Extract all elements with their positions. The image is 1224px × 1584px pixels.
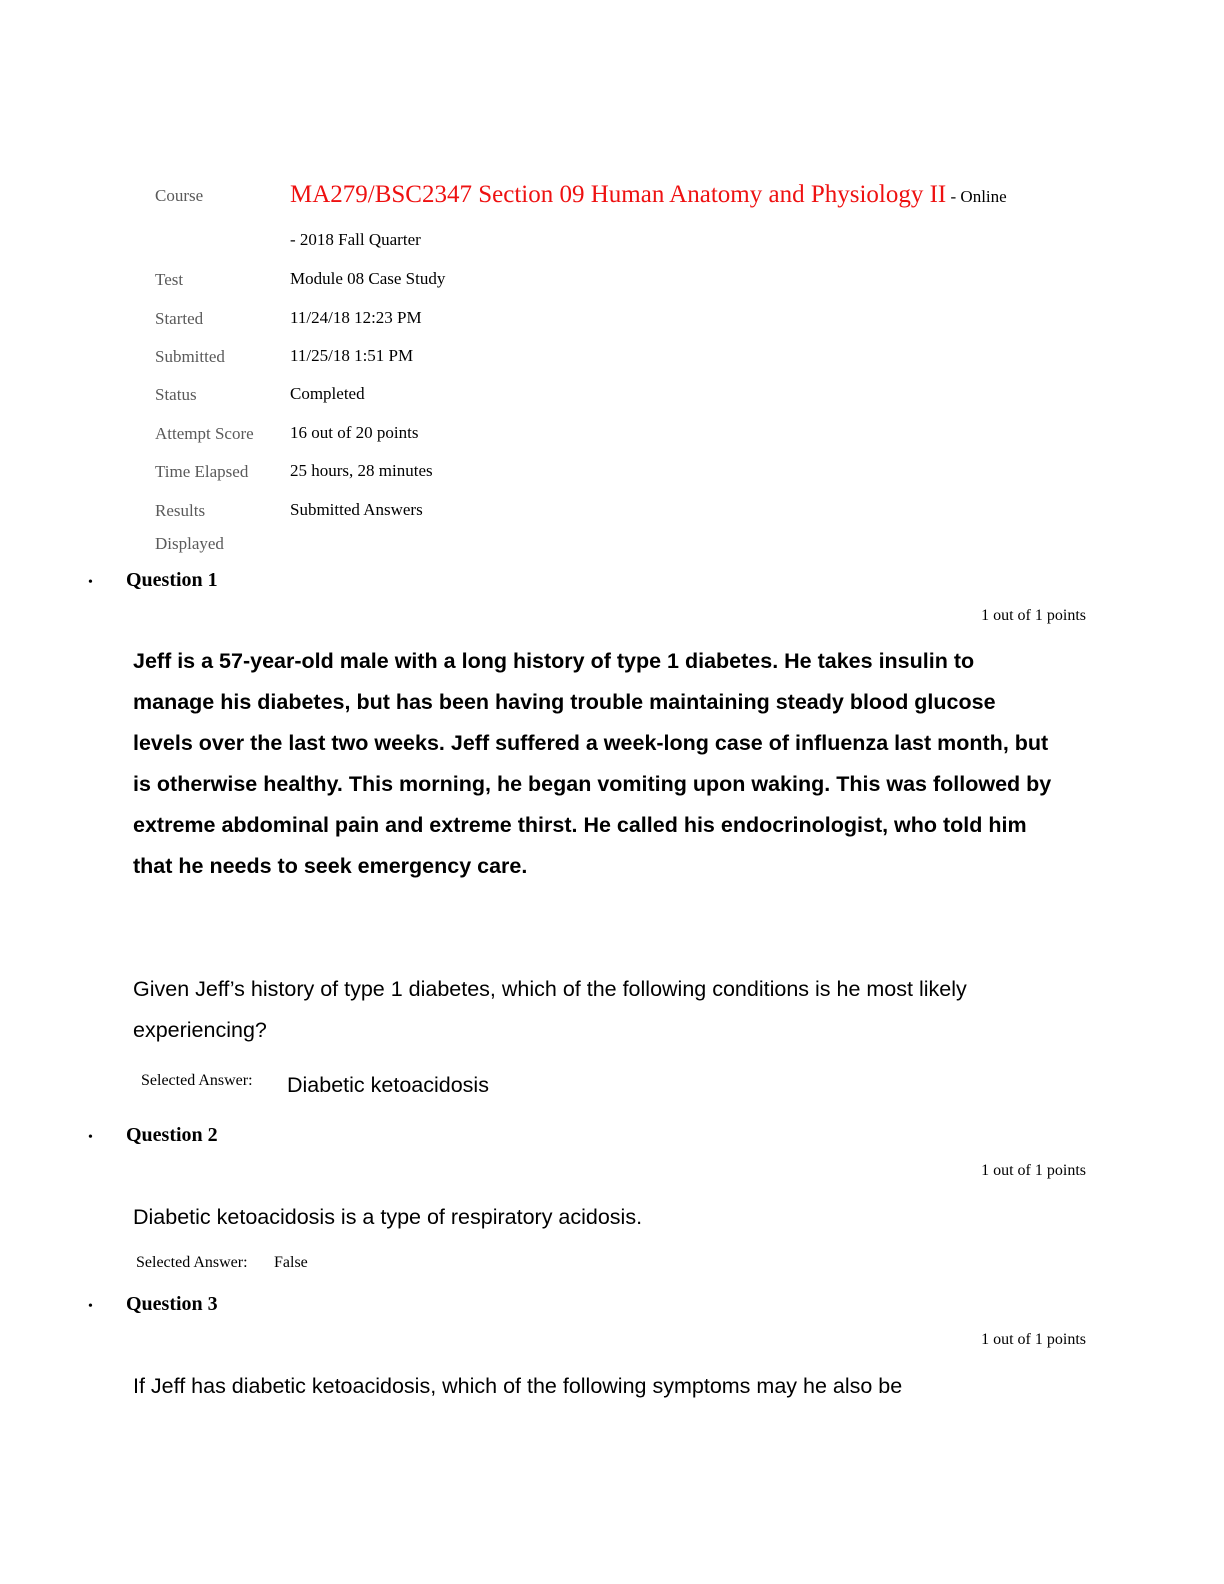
course-delivery: - Online — [946, 187, 1007, 206]
question-1-selected-answer: Diabetic ketoacidosis — [287, 1073, 489, 1097]
question-2-selected-label: Selected Answer: — [136, 1254, 248, 1271]
question-1-scenario: Jeff is a 57-year-old male with a long h… — [133, 649, 1052, 878]
question-3-title: Question 3 — [126, 1293, 218, 1315]
started-value: 11/24/18 12:23 PM — [290, 308, 422, 327]
test-label: Test — [155, 270, 184, 289]
bullet-icon: • — [88, 1130, 93, 1145]
course-name: MA279/BSC2347 Section 09 Human Anatomy a… — [290, 181, 947, 208]
course-term: - 2018 Fall Quarter — [290, 230, 421, 249]
results-displayed-value: Submitted Answers — [290, 500, 423, 519]
status-label: Status — [155, 385, 197, 404]
course-title: MA279/BSC2347 Section 09 Human Anatomy a… — [290, 181, 1007, 209]
attempt-score-value: 16 out of 20 points — [290, 423, 419, 442]
question-3-points: 1 out of 1 points — [981, 1331, 1086, 1348]
bullet-icon: • — [88, 1299, 93, 1314]
question-1-prompt: Given Jeff’s history of type 1 diabetes,… — [133, 977, 967, 1042]
question-2-selected-answer: False — [274, 1254, 308, 1271]
question-2-points: 1 out of 1 points — [981, 1162, 1086, 1179]
submitted-value: 11/25/18 1:51 PM — [290, 346, 414, 365]
question-2-title: Question 2 — [126, 1124, 218, 1146]
results-displayed-label-line2: Displayed — [155, 534, 224, 553]
course-label: Course — [155, 186, 204, 205]
status-value: Completed — [290, 384, 365, 403]
started-label: Started — [155, 309, 204, 328]
results-displayed-label-line1: Results — [155, 501, 206, 520]
question-2-prompt: Diabetic ketoacidosis is a type of respi… — [133, 1205, 643, 1229]
bullet-icon: • — [88, 575, 93, 590]
question-3-prompt: If Jeff has diabetic ketoacidosis, which… — [133, 1374, 903, 1398]
test-value: Module 08 Case Study — [290, 269, 446, 288]
question-1-points: 1 out of 1 points — [981, 607, 1086, 624]
time-elapsed-label: Time Elapsed — [155, 462, 249, 481]
submitted-label: Submitted — [155, 347, 225, 366]
question-1-selected-label: Selected Answer: — [141, 1072, 253, 1089]
attempt-score-label: Attempt Score — [155, 424, 254, 443]
question-1-title: Question 1 — [126, 569, 218, 591]
time-elapsed-value: 25 hours, 28 minutes — [290, 461, 433, 480]
